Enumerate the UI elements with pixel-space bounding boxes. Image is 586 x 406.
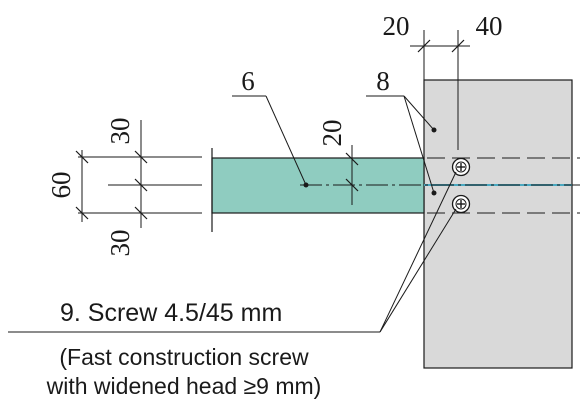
dim-20-gap-tick-bottom bbox=[345, 178, 359, 192]
part-6-leader bbox=[265, 95, 307, 186]
dim-30-upper-label: 30 bbox=[105, 118, 135, 145]
dim-30-tick-mid bbox=[134, 178, 148, 192]
part-8-label: 8 bbox=[376, 66, 390, 96]
screw-leader-upper bbox=[379, 171, 457, 333]
dim-60-label: 60 bbox=[46, 172, 76, 199]
dim-top-40-label: 40 bbox=[476, 11, 503, 41]
part-8-leader-upper bbox=[403, 95, 435, 131]
dim-30-lower-label: 30 bbox=[105, 230, 135, 257]
dim-60-tick-top bbox=[75, 150, 89, 164]
part-6-leader-dot bbox=[303, 182, 309, 188]
part-8-dot-upper bbox=[431, 127, 437, 133]
stud-post bbox=[423, 79, 573, 369]
part-8-leader-lower bbox=[403, 95, 435, 194]
dim-top-tick-left bbox=[417, 39, 431, 53]
dim-20-gap-tick-top bbox=[345, 152, 359, 166]
screw-note-line1: (Fast construction screw bbox=[59, 344, 309, 370]
dim-30-tick-bottom bbox=[134, 206, 148, 220]
dim-top-20-label: 20 bbox=[383, 11, 410, 41]
screw-title: 9. Screw 4.5/45 mm bbox=[60, 299, 282, 327]
screw-head-lower-icon bbox=[451, 194, 471, 214]
dim-30-tick-top bbox=[134, 150, 148, 164]
dim-20-gap-label: 20 bbox=[317, 120, 347, 147]
screw-head-upper-icon bbox=[451, 157, 471, 177]
dim-top-tick-right bbox=[451, 39, 465, 53]
part-6-label: 6 bbox=[241, 66, 255, 96]
part-8-dot-lower bbox=[431, 190, 437, 196]
screw-leader-lower bbox=[379, 208, 457, 333]
screw-note-line2: with widened head ≥9 mm) bbox=[46, 373, 322, 399]
dim-60-tick-bottom bbox=[75, 206, 89, 220]
